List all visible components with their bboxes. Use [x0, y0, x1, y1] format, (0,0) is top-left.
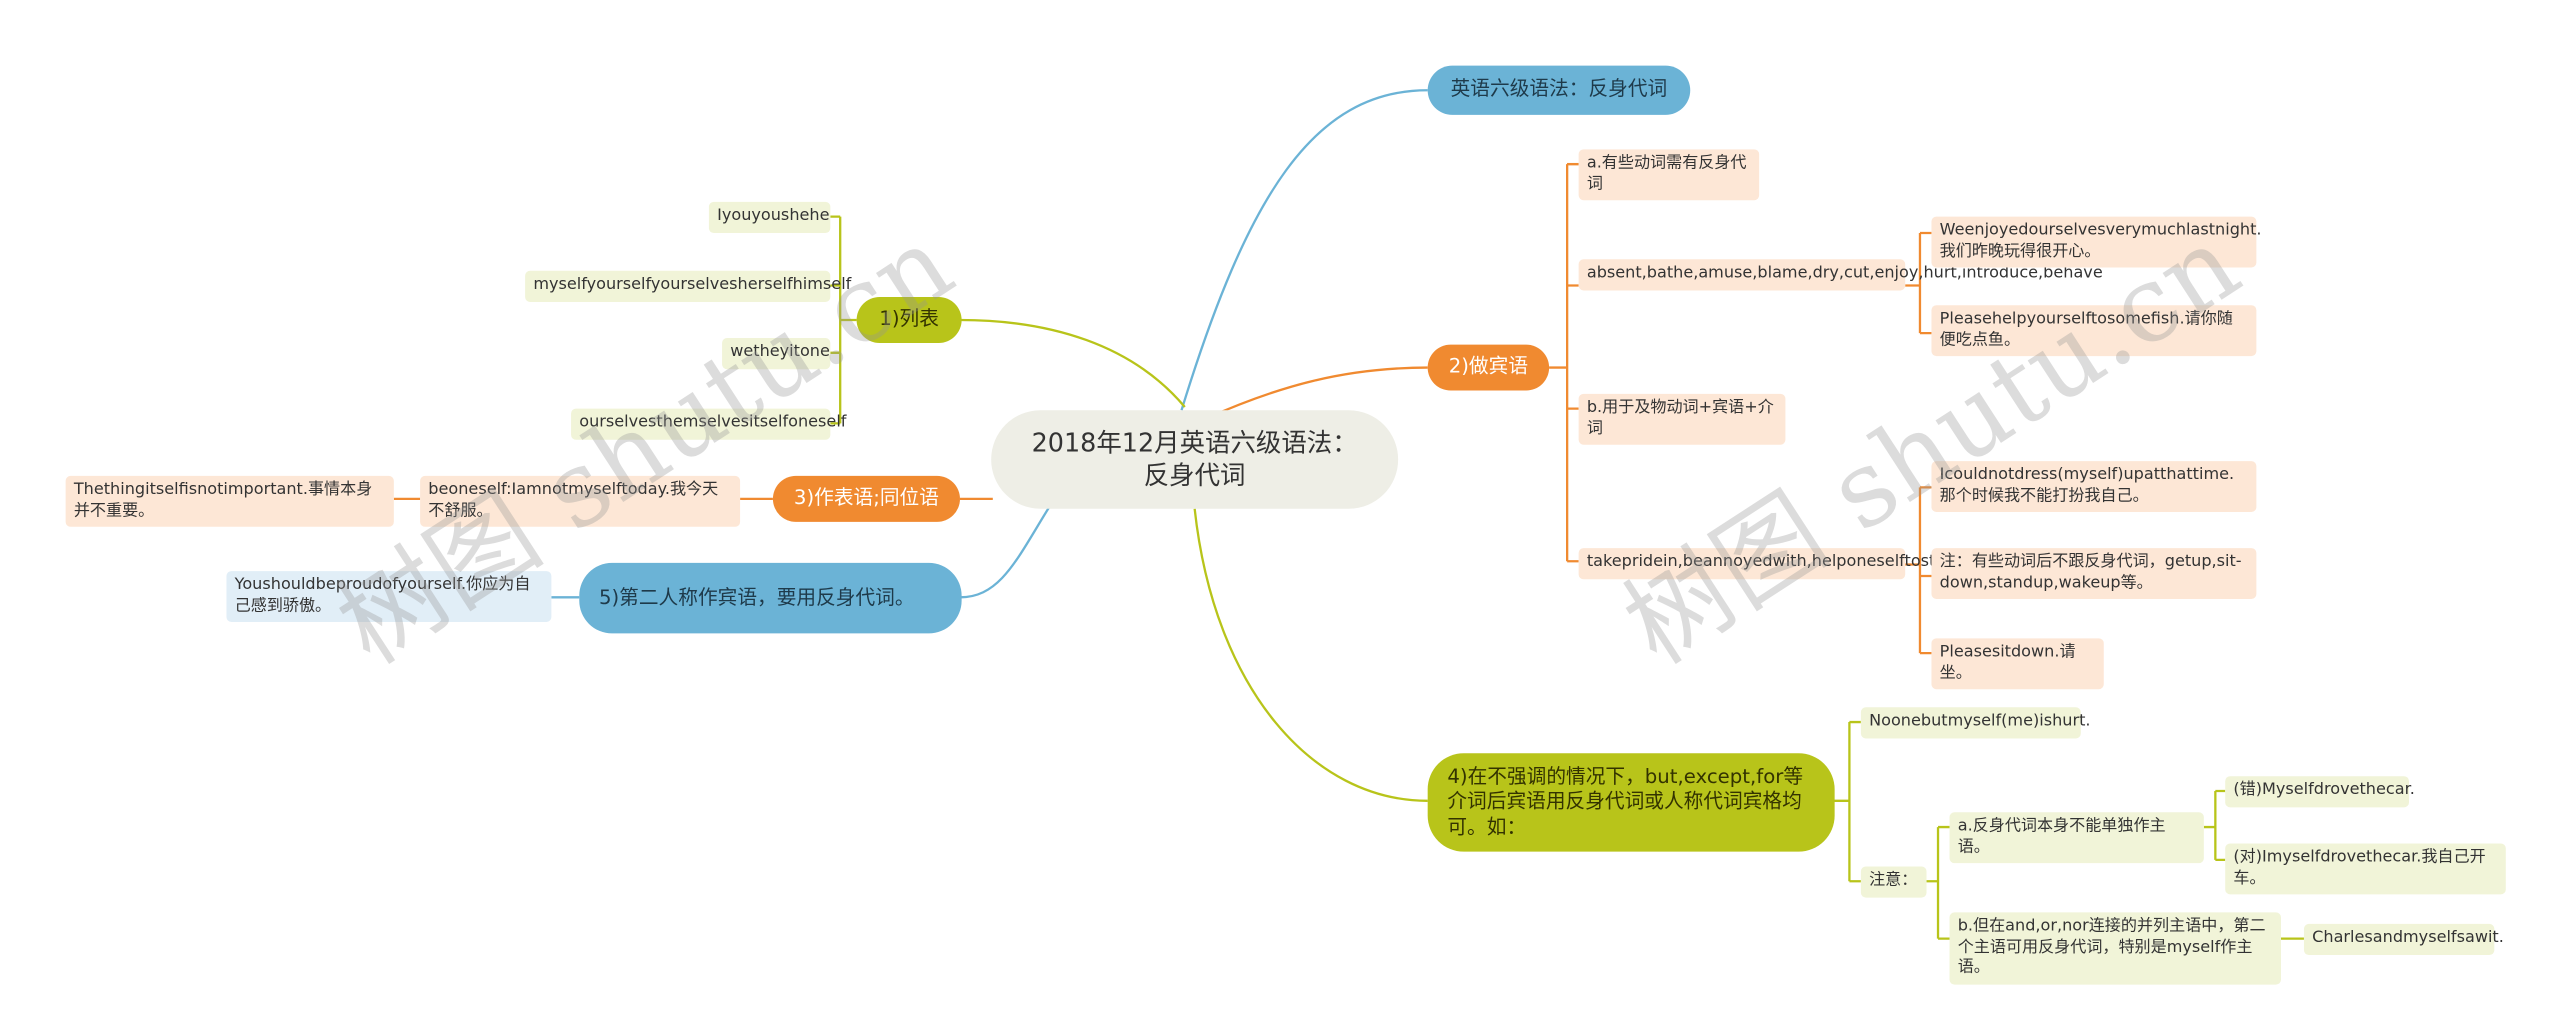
leaf-example-beoneself[interactable]: beoneself:Iamnotmyselftoday.我今天不舒服。 [420, 475, 741, 528]
leaf-rule-not-subject[interactable]: a.反身代词本身不能单独作主语。 [1949, 812, 2204, 864]
leaf-text: Noonebutmyself(me)ishurt. [1869, 712, 2091, 731]
leaf-text: myselfyourselfyourselvesherselfhimself [533, 275, 852, 294]
leaf-text: 注：有些动词后不跟反身代词，getup,sit-down,standup,wak… [1939, 553, 2242, 592]
leaf-example-thingitself[interactable]: Thethingitselfisnotimportant.事情本身并不重要。 [65, 475, 394, 528]
leaf-text: Charlesandmyselfsawit. [2312, 928, 2504, 947]
leaf-text: absent,bathe,amuse,blame,dry,cut,enjoy,h… [1586, 264, 2103, 283]
leaf-example-sitdown[interactable]: Pleasesitdown.请坐。 [1931, 638, 2104, 690]
branch-list-node[interactable]: 1)列表 [856, 297, 962, 343]
leaf-example-charles[interactable]: Charlesandmyselfsawit. [2303, 923, 2504, 955]
branch-predicative-label: 3)作表语;同位语 [793, 486, 939, 510]
leaf-transitive-verbs[interactable]: b.用于及物动词+宾语+介词 [1578, 393, 1786, 446]
leaf-example-helpyourself[interactable]: Pleasehelpyourselftosomefish.请你随便吃点鱼。 [1931, 305, 2257, 357]
leaf-reflexives-singular[interactable]: myselfyourselfyourselvesherselfhimself [525, 270, 851, 302]
leaf-text: Thethingitselfisnotimportant.事情本身并不重要。 [73, 480, 373, 520]
leaf-text: a.反身代词本身不能单独作主语。 [1957, 817, 2166, 857]
leaf-text: Pleasehelpyourselftosomefish.请你随便吃点鱼。 [1939, 310, 2233, 350]
branch-second-person-node[interactable]: 5)第二人称作宾语，要用反身代词。 [579, 562, 962, 634]
leaf-reflexives-plural[interactable]: ourselvesthemselvesitselfoneself [571, 408, 846, 440]
leaf-text: Weenjoyedourselvesverymuchlastnight.我们昨晚… [1939, 221, 2262, 261]
leaf-text: b.但在and,or,nor连接的并列主语中，第二个主语可用反身代词，特别是my… [1957, 917, 2266, 978]
leaf-example-enjoyed[interactable]: Weenjoyedourselvesverymuchlastnight.我们昨晚… [1931, 216, 2262, 269]
leaf-pronouns-subject[interactable]: Iyouyoushehe [708, 201, 831, 233]
branch-object-label: 2)做宾语 [1448, 354, 1529, 378]
leaf-text: beoneself:Iamnotmyselftoday.我今天不舒服。 [428, 480, 719, 520]
leaf-text: Iyouyoushehe [717, 206, 830, 225]
branch-title-node[interactable]: 英语六级语法：反身代词 [1427, 65, 1691, 115]
leaf-text: takepridein,beannoyedwith,helponeselftos… [1586, 553, 1951, 572]
leaf-text: (对)Imyselfdrovethecar.我自己开车。 [2233, 848, 2486, 888]
leaf-example-noone[interactable]: Noonebutmyself(me)ishurt. [1860, 707, 2091, 739]
leaf-attention[interactable]: 注意： [1860, 866, 1927, 898]
leaf-text: (错)Myselfdrovethecar. [2233, 781, 2415, 800]
leaf-example-proud[interactable]: Youshouldbeproudofyourself.你应为自己感到骄傲。 [226, 571, 552, 623]
root-title: 2018年12月英语六级语法：反身代词 [1031, 428, 1358, 491]
branch-preposition-label: 4)在不强调的情况下，but,except,for等介词后宾语用反身代词或人称代… [1447, 764, 1804, 839]
leaf-example-wrong[interactable]: (错)Myselfdrovethecar. [2225, 776, 2415, 807]
leaf-example-dress[interactable]: Icouldnotdress(myself)upatthattime.那个时候我… [1931, 461, 2257, 513]
leaf-verb-list[interactable]: absent,bathe,amuse,blame,dry,cut,enjoy,h… [1578, 259, 2103, 291]
leaf-phrases[interactable]: takepridein,beannoyedwith,helponeselftos… [1578, 548, 1951, 579]
leaf-verbs-need-reflexive[interactable]: a.有些动词需有反身代词 [1578, 149, 1760, 201]
leaf-note-no-reflexive[interactable]: 注：有些动词后不跟反身代词，getup,sit-down,standup,wak… [1931, 548, 2257, 600]
leaf-text: Pleasesitdown.请坐。 [1939, 643, 2076, 683]
leaf-example-right[interactable]: (对)Imyselfdrovethecar.我自己开车。 [2225, 843, 2506, 896]
leaf-text: b.用于及物动词+宾语+介词 [1586, 398, 1774, 438]
leaf-text: a.有些动词需有反身代词 [1586, 154, 1747, 194]
branch-list-label: 1)列表 [879, 307, 939, 331]
leaf-text: ourselvesthemselvesitselfoneself [579, 413, 847, 432]
branch-object-node[interactable]: 2)做宾语 [1427, 344, 1550, 391]
root-topic[interactable]: 2018年12月英语六级语法：反身代词 [991, 410, 1399, 509]
leaf-rule-compound-subject[interactable]: b.但在and,or,nor连接的并列主语中，第二个主语可用反身代词，特别是my… [1949, 912, 2281, 985]
leaf-text: Icouldnotdress(myself)upatthattime.那个时候我… [1939, 466, 2235, 505]
leaf-text: wetheyitone [730, 342, 830, 362]
leaf-text: 注意： [1869, 871, 1918, 890]
branch-preposition-node[interactable]: 4)在不强调的情况下，but,except,for等介词后宾语用反身代词或人称代… [1427, 753, 1835, 852]
leaf-pronouns-plural[interactable]: wetheyitone [722, 338, 831, 369]
leaf-text: Youshouldbeproudofyourself.你应为自己感到骄傲。 [234, 575, 531, 615]
branch-predicative-node[interactable]: 3)作表语;同位语 [772, 475, 960, 522]
branch-second-person-label: 5)第二人称作宾语，要用反身代词。 [598, 585, 915, 609]
branch-title-label: 英语六级语法：反身代词 [1450, 77, 1668, 101]
